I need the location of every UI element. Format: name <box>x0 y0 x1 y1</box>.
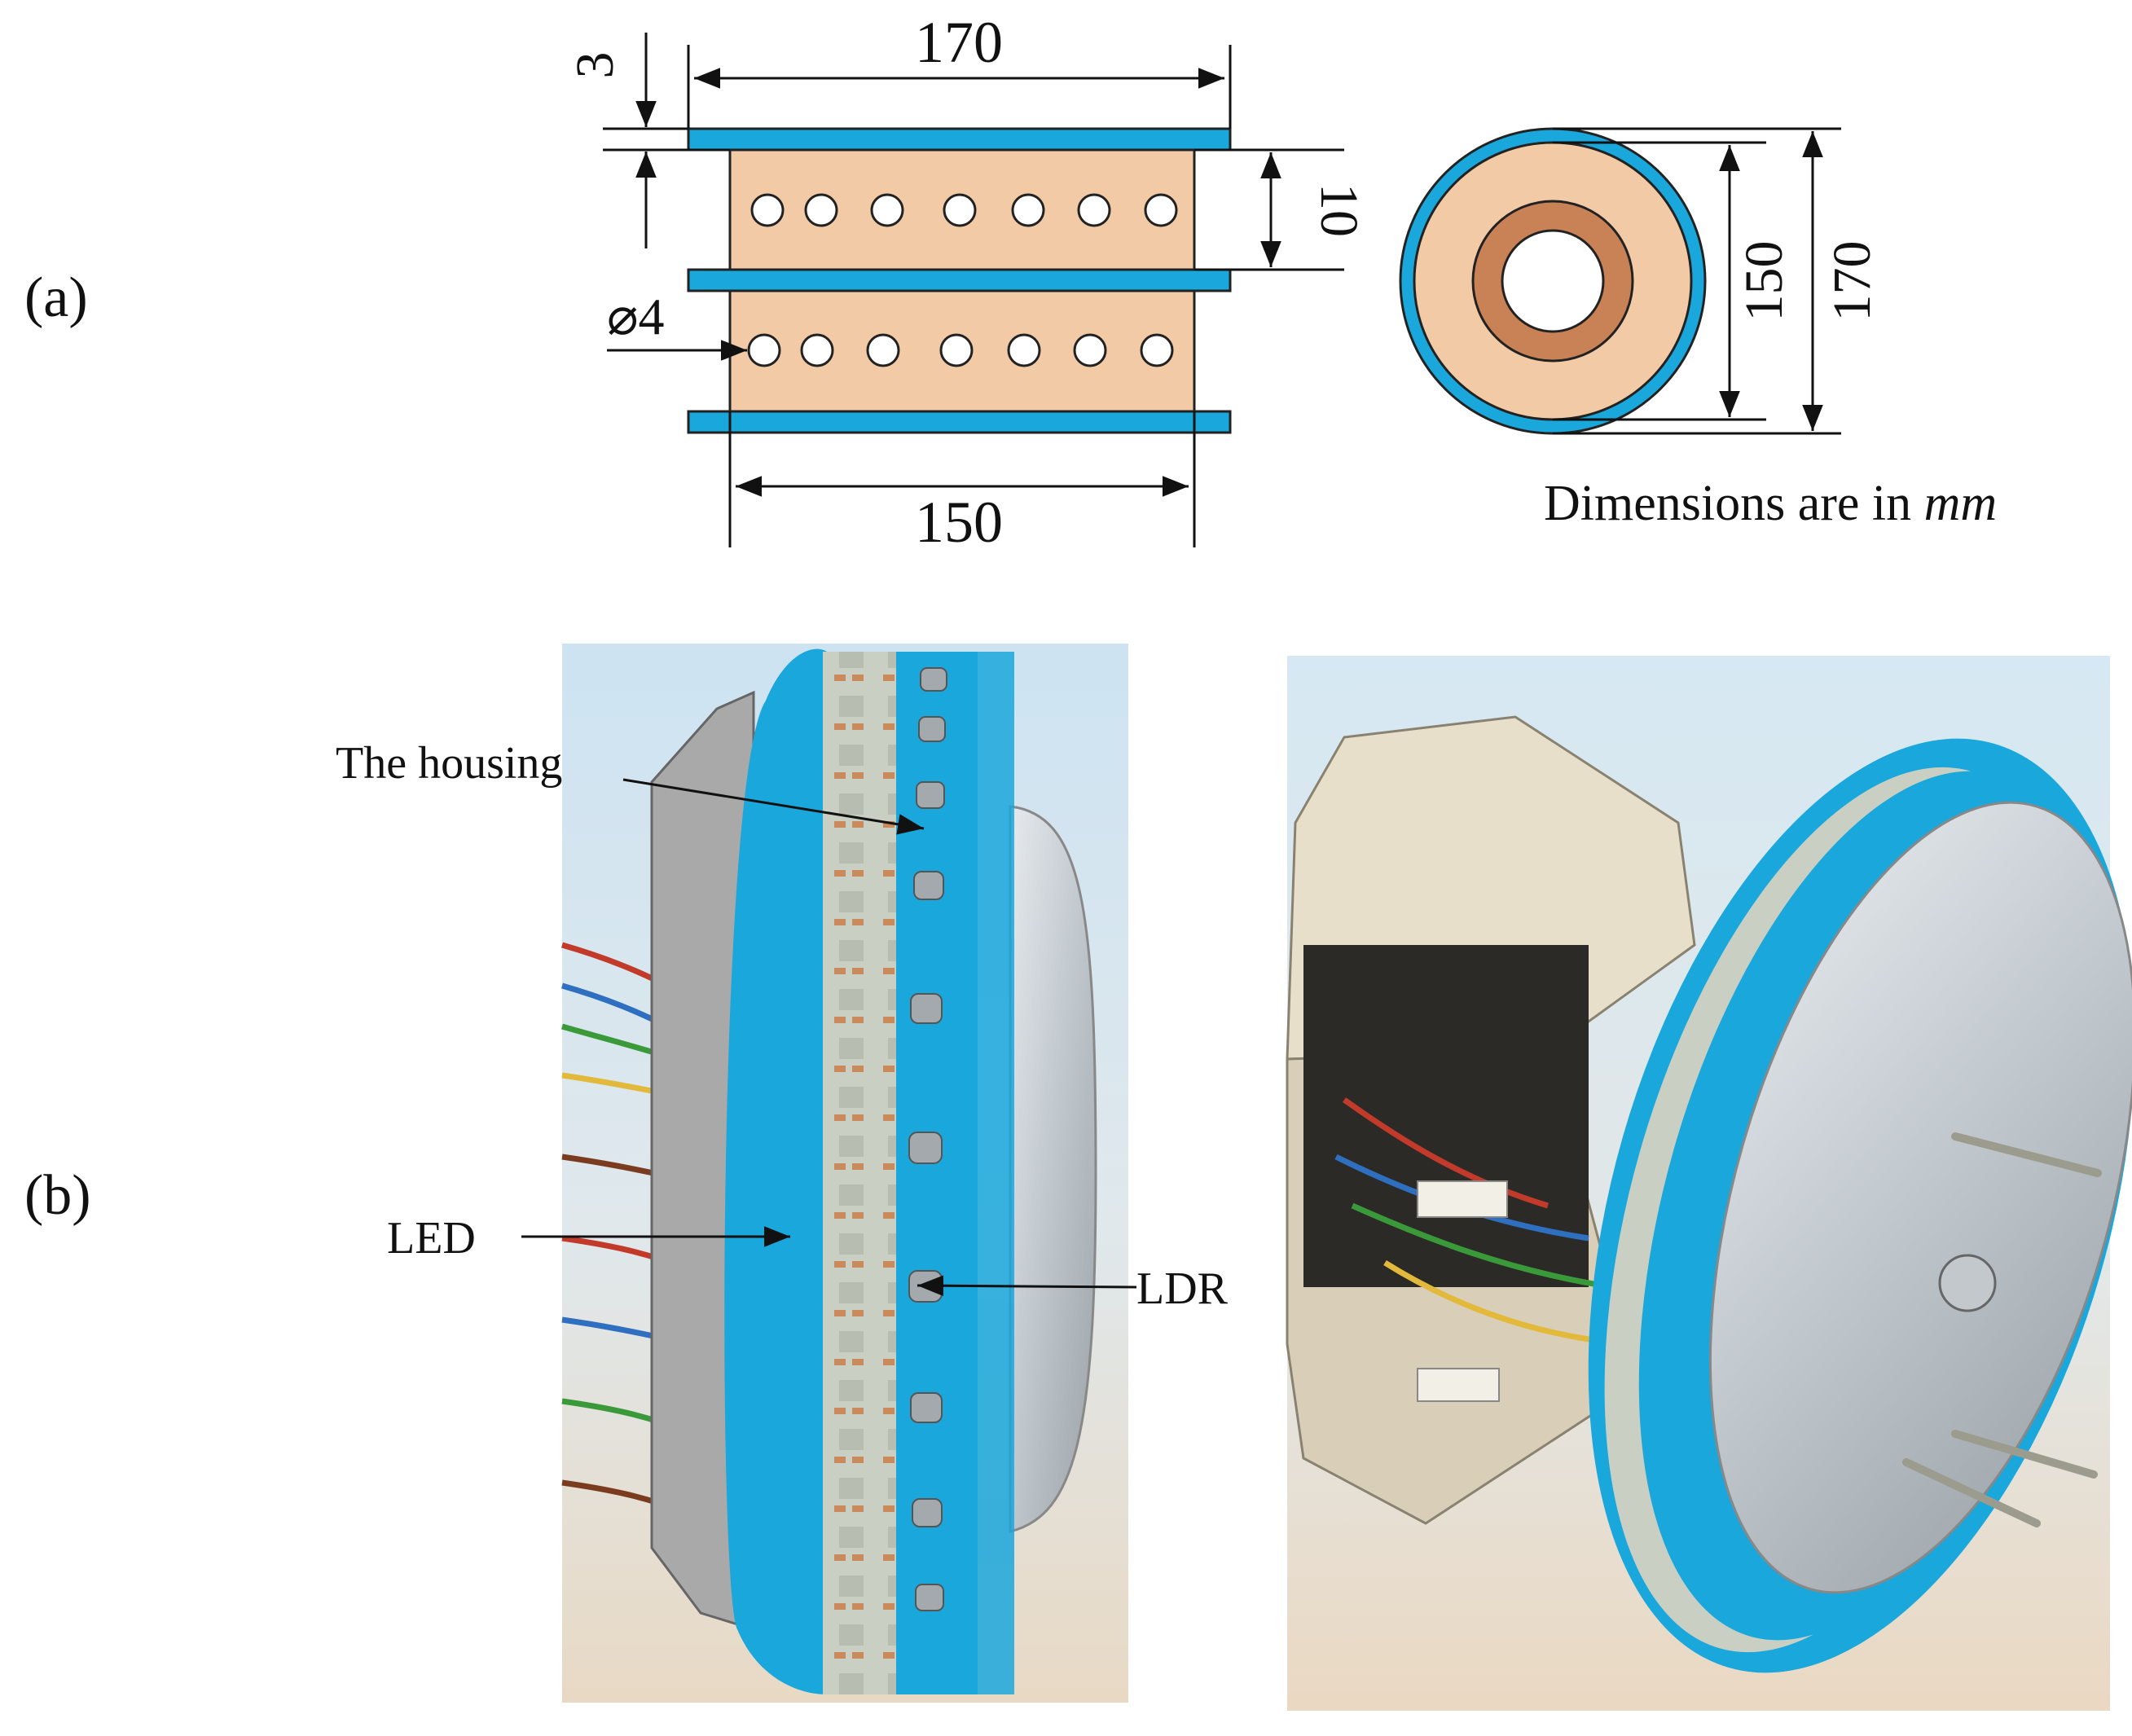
dim-outer-width <box>687 45 1232 129</box>
led-strip <box>823 652 904 1694</box>
led-annotation: LED <box>387 1213 476 1264</box>
hole <box>870 193 904 227</box>
hole <box>750 193 785 227</box>
connector <box>1417 1180 1508 1218</box>
dim-outer-diameter-label: 170 <box>1822 241 1882 322</box>
hole <box>939 333 974 367</box>
hole <box>747 333 781 367</box>
photo-assembled-view <box>1286 656 2132 1711</box>
dim-plate-thickness-label: 3 <box>565 52 625 79</box>
lower-hole-row <box>747 333 1174 367</box>
side-view-drawing: 170 3 10 ⌀4 150 <box>565 10 1369 555</box>
connector <box>1417 1368 1500 1402</box>
ring-rods <box>1902 1132 2102 1527</box>
front-view-drawing: 150 170 <box>1399 127 1882 435</box>
dim-outer-diameter <box>1553 127 1841 435</box>
hole <box>866 333 900 367</box>
dim-row-height <box>1194 148 1344 271</box>
housing-arrow <box>622 778 925 835</box>
units-note: Dimensions are in mm <box>1544 476 1997 531</box>
dim-row-height-label: 10 <box>1309 183 1369 237</box>
bottom-plate <box>687 410 1232 434</box>
hole <box>1077 193 1111 227</box>
ldr-arrow <box>917 1275 1137 1297</box>
upper-hole-row <box>750 193 1178 227</box>
dim-hole-diameter-label: ⌀4 <box>607 288 665 345</box>
dim-inner-diameter-label: 150 <box>1734 241 1794 322</box>
center-bore <box>1501 229 1605 333</box>
dim-inner-width-label: 150 <box>915 490 1003 555</box>
hole <box>943 193 977 227</box>
aluminum-disc <box>1009 805 1097 1533</box>
dim-plate-thickness <box>603 33 730 248</box>
ring-center-hub <box>1938 1254 1997 1312</box>
hole <box>1140 333 1174 367</box>
middle-plate <box>687 268 1232 292</box>
units-note-unit: mm <box>1924 476 1998 531</box>
photo-side-view <box>521 644 1137 1703</box>
hole <box>1144 193 1178 227</box>
housing-annotation: The housing <box>336 738 562 789</box>
hole <box>804 193 838 227</box>
units-note-prefix: Dimensions are in <box>1544 476 1924 531</box>
top-plate <box>687 127 1232 152</box>
dim-inner-width <box>728 411 1196 547</box>
ldr-annotation: LDR <box>1136 1264 1229 1314</box>
hole <box>800 333 834 367</box>
dim-inner-diameter <box>1553 141 1766 421</box>
panel-a-label: (a) <box>24 266 88 329</box>
ldr-band-edge <box>978 652 1014 1694</box>
ring-aluminum-disc <box>1708 801 2132 1594</box>
hole <box>1011 193 1045 227</box>
hole <box>1007 333 1041 367</box>
housing-rim-left <box>724 648 827 1695</box>
dim-outer-width-label: 170 <box>915 10 1003 75</box>
robot-cavity <box>1303 945 1589 1287</box>
hole <box>1073 333 1107 367</box>
panel-b-label: (b) <box>24 1164 91 1227</box>
